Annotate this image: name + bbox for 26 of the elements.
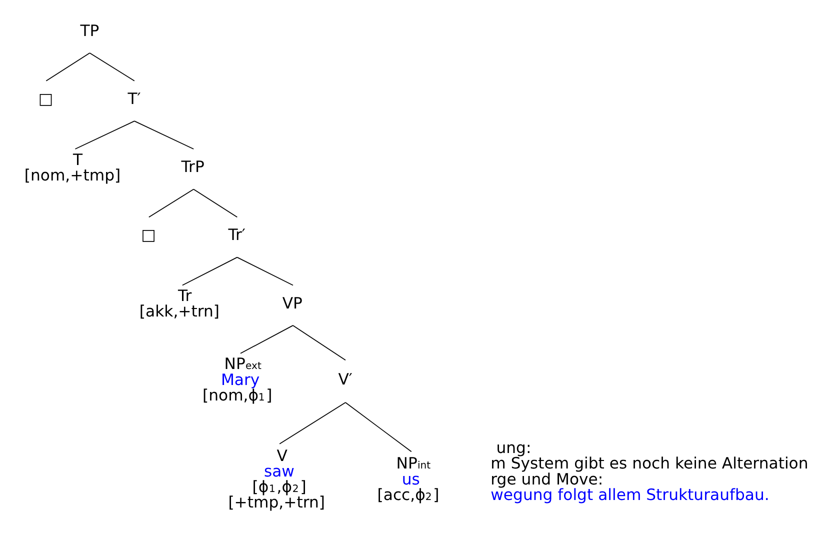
node-text: □ [140,225,156,244]
connector [148,188,194,218]
node-text: TrP [180,157,204,176]
connector [88,52,134,82]
connector [181,256,238,286]
connector [278,402,346,444]
node-text: Tr′ [228,225,245,244]
node-text: V saw [ϕ1,ϕ2] [+tmp,+trn] [228,446,325,512]
node-text: □ [38,88,53,108]
node-text: VP [282,293,302,312]
connector [236,256,293,286]
connector [344,402,412,452]
node-text: Tr [akk,+trn] [138,286,220,321]
node-text: NPint us [acc,ϕ2] [376,454,439,504]
connector [133,120,194,150]
node-text: T [nom,+tmp] [24,150,120,184]
connector [240,325,293,354]
connector [292,325,346,361]
connector [192,188,238,218]
connector [74,120,134,150]
node-text: TP [80,20,99,40]
node-text: V′ [338,369,352,388]
connector [45,52,90,82]
label: ung: [496,438,531,457]
node-text: T′ [127,88,140,108]
node-text: NPext Mary [nom,ϕ1] [202,354,272,405]
